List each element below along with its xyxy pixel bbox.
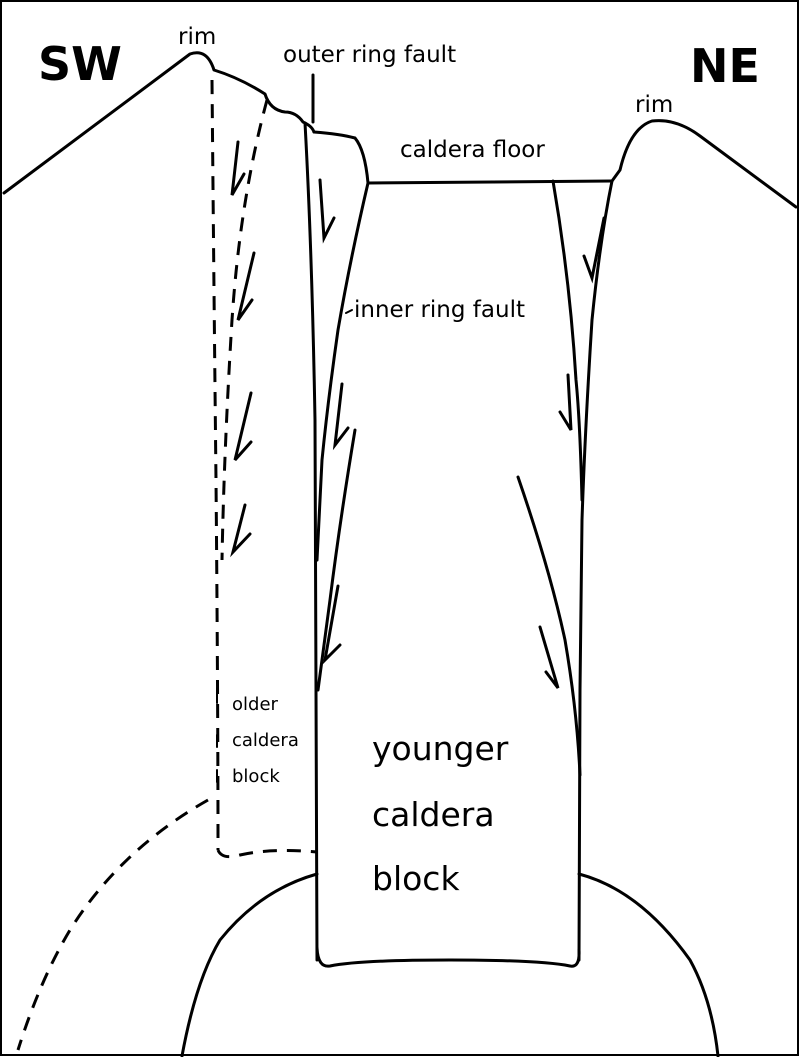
caldera-floor-label: caldera floor bbox=[400, 137, 545, 163]
ring-fault-right-outer bbox=[577, 179, 614, 962]
outer-ring-fault-left bbox=[303, 121, 319, 962]
outer-ring-fault-label: outer ring fault bbox=[283, 42, 456, 68]
arrow-down bbox=[558, 373, 573, 431]
arrow-down bbox=[538, 625, 560, 689]
ring-fault-right-lower bbox=[516, 475, 582, 777]
magma-chamber-right bbox=[577, 872, 720, 1057]
arrow-down bbox=[233, 391, 253, 461]
arrow-down bbox=[332, 382, 350, 451]
caldera-floor-surface bbox=[312, 130, 614, 185]
arrow-down bbox=[322, 584, 342, 665]
rim-label-left: rim bbox=[178, 24, 216, 50]
older-block-fault-inner bbox=[220, 99, 269, 561]
younger-caldera-block-label-1: younger bbox=[372, 729, 509, 768]
ne-label: NE bbox=[690, 39, 760, 93]
older-caldera-block-label-1: older bbox=[232, 694, 279, 715]
rim-label-right: rim bbox=[635, 92, 673, 118]
right-flank-profile bbox=[610, 119, 798, 209]
fault-movement-arrows bbox=[230, 140, 606, 689]
arrow-down bbox=[318, 178, 336, 244]
older-caldera-block-label-3: block bbox=[232, 766, 280, 787]
arrow-down bbox=[230, 503, 252, 558]
sw-label: SW bbox=[38, 37, 122, 91]
younger-caldera-block-label-3: block bbox=[372, 859, 460, 898]
ring-fault-right-inner bbox=[551, 179, 584, 502]
younger-caldera-block-label-2: caldera bbox=[372, 795, 495, 834]
inner-ring-fault-label: inner ring fault bbox=[354, 297, 525, 323]
inner-ring-fault-left-lower bbox=[316, 428, 357, 692]
older-caldera-block-label-2: caldera bbox=[232, 730, 299, 751]
inner-ring-fault-left bbox=[315, 181, 370, 562]
inner-ring-fault-pointer bbox=[345, 309, 353, 314]
older-block-base bbox=[216, 849, 318, 859]
arrow-down bbox=[582, 216, 606, 284]
younger-block-base bbox=[315, 946, 581, 968]
arrow-down bbox=[236, 251, 256, 321]
arrow-down bbox=[230, 140, 246, 196]
older-block-lower-arc bbox=[16, 798, 209, 1051]
magma-chamber-left bbox=[180, 872, 319, 1057]
older-block-fault-outer bbox=[210, 79, 220, 851]
